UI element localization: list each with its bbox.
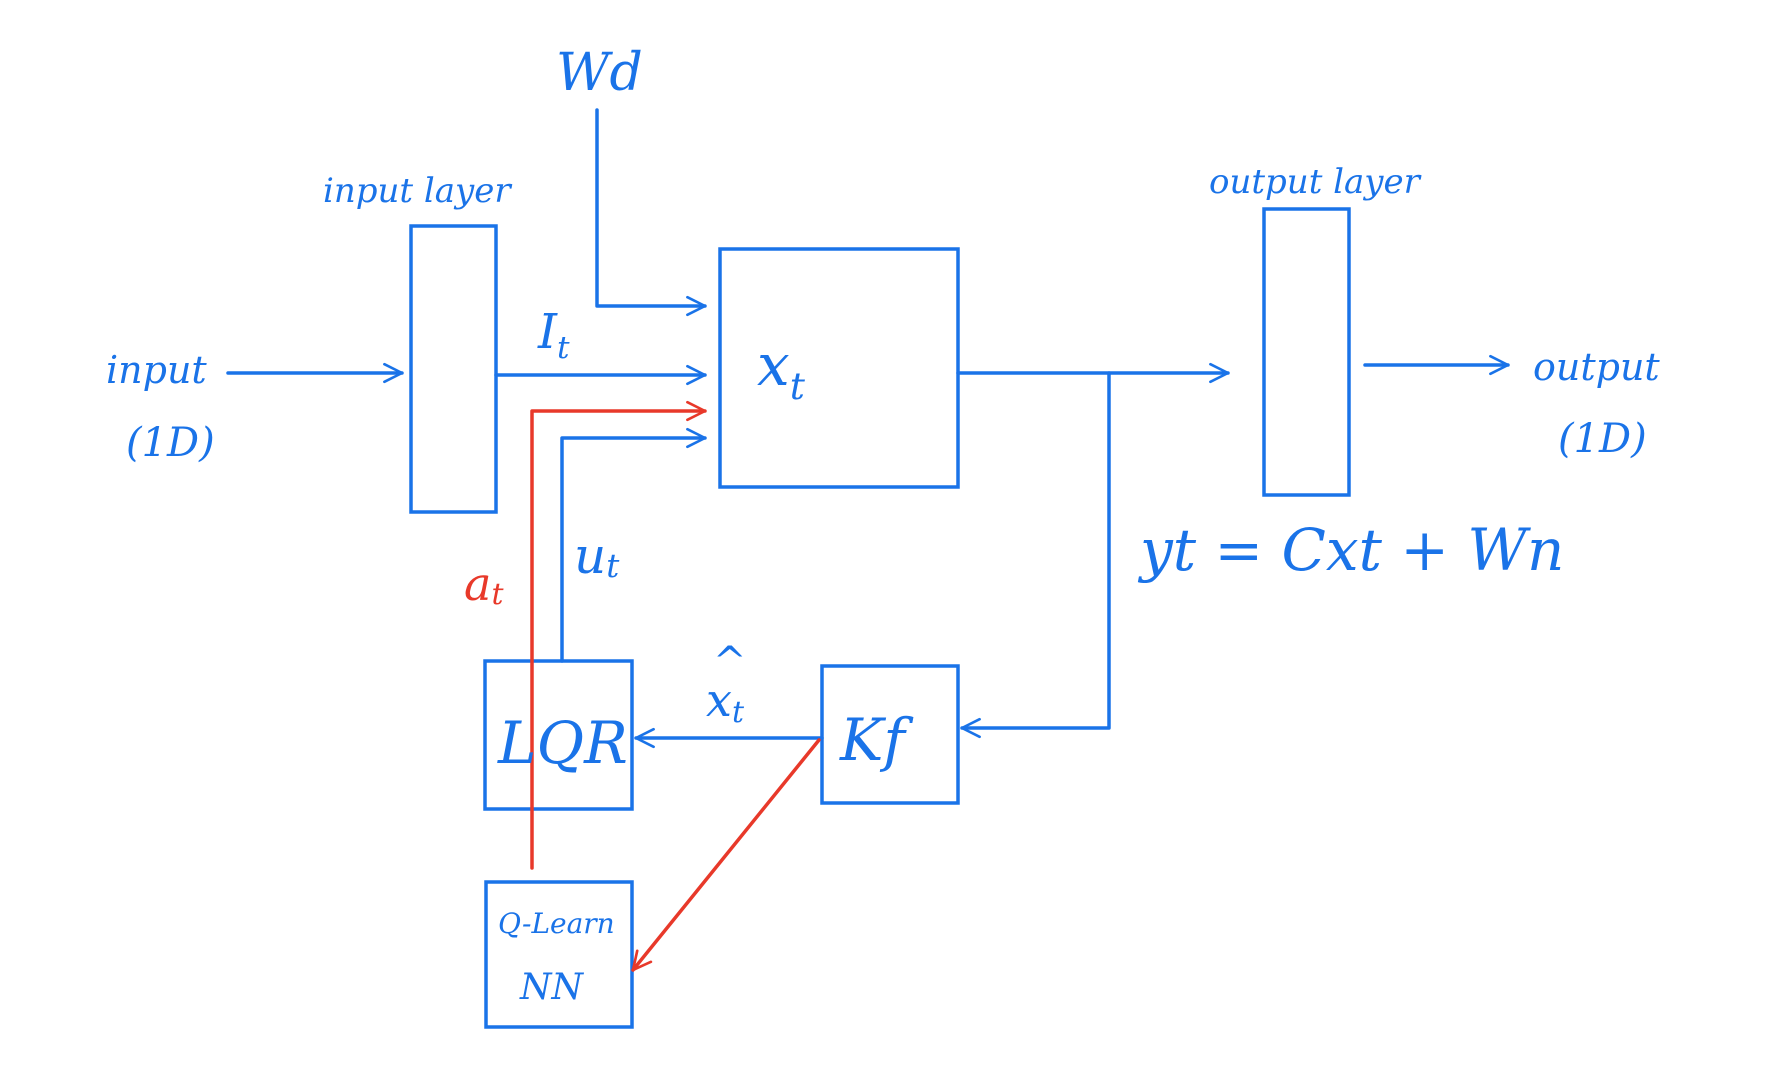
input-layer-label: input layer [323,171,512,211]
qlearn-label: Q-Learn [498,907,615,940]
feedback-arrow [960,371,1111,739]
input-label: input [106,348,207,392]
at-label: at [464,557,504,612]
output-label: output [1533,345,1660,389]
it-label: It [537,304,570,366]
ut-label: ut [574,527,620,585]
at-arrow [530,400,707,870]
xt-label: xt [757,331,806,408]
output-layer-block [1262,207,1351,497]
output-layer-label: output layer [1209,162,1422,202]
kf-block [820,664,960,805]
wd-label: Wd [556,43,643,103]
nn-label: NN [519,967,585,1008]
xhat-hat: ^ [713,639,747,685]
output-equation: yt = Cxt + Wn [1137,516,1564,584]
state-block [718,247,960,489]
output-dim-label: (1D) [1558,416,1647,462]
xhat-label: xt [706,673,745,730]
lqr-block [483,659,634,811]
input-layer-block [409,224,498,514]
ut-arrow [560,427,707,663]
wd-arrow [595,108,707,317]
kf-to-qlearn-arrow [631,738,821,972]
kf-label: Kf [839,706,914,774]
lqr-label: LQR [497,709,628,777]
input-dim-label: (1D) [126,420,215,466]
